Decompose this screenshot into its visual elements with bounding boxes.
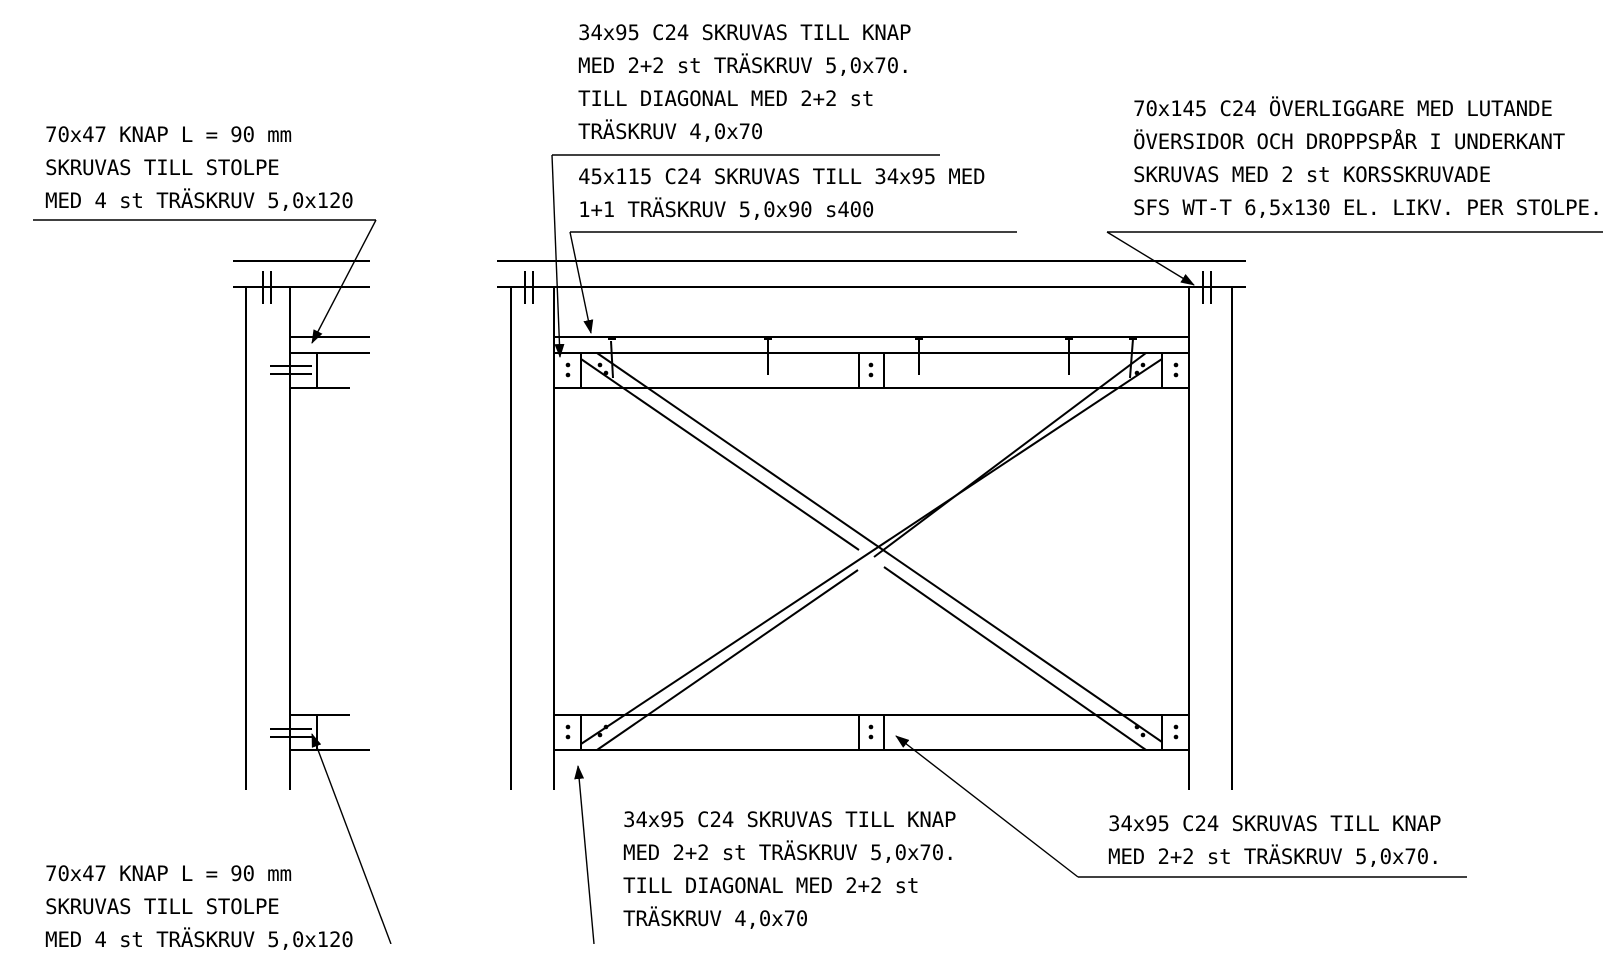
dot [1134, 370, 1140, 376]
note-line: MED 2+2 st TRÄSKRUV 5,0x70. [623, 841, 957, 865]
note-line: TRÄSKRUV 4,0x70 [623, 907, 809, 931]
note-line: SKRUVAS TILL STOLPE [45, 895, 280, 919]
elevation-view [497, 260, 1246, 790]
note-knap-bottom-left: 70x47 KNAP L = 90 mm SKRUVAS TILL STOLPE… [45, 858, 354, 957]
diagonal-line [580, 358, 860, 551]
leader-board-bottom-right [895, 735, 1079, 878]
note-overliggare: 70x145 C24 ÖVERLIGGARE MED LUTANDE ÖVERS… [1133, 93, 1602, 225]
note-line: TRÄSKRUV 4,0x70 [578, 120, 764, 144]
diagonal-line [873, 352, 1147, 558]
note-board-top-45: 45x115 C24 SKRUVAS TILL 34x95 MED 1+1 TR… [578, 161, 986, 227]
note-board-top-knap: 34x95 C24 SKRUVAS TILL KNAP MED 2+2 st T… [578, 17, 912, 149]
diagonal-line [596, 352, 1163, 743]
note-line: 34x95 C24 SKRUVAS TILL KNAP [623, 808, 957, 832]
note-line: 70x47 KNAP L = 90 mm [45, 123, 292, 147]
dot [1173, 372, 1179, 378]
fastener-dots [565, 362, 1179, 740]
diagonal-line [580, 358, 1163, 745]
note-line: 1+1 TRÄSKRUV 5,0x90 s400 [578, 198, 875, 222]
dot [868, 724, 874, 730]
dot [603, 724, 609, 730]
note-line: ÖVERSIDOR OCH DROPPSPÅR I UNDERKANT [1133, 130, 1566, 154]
note-line: MED 4 st TRÄSKRUV 5,0x120 [45, 189, 354, 213]
dot [1140, 732, 1146, 738]
dot [597, 362, 603, 368]
leader-board-bottom [574, 765, 595, 944]
note-line: 70x47 KNAP L = 90 mm [45, 862, 292, 886]
note-line: 34x95 C24 SKRUVAS TILL KNAP [1108, 812, 1442, 836]
note-line: SFS WT-T 6,5x130 EL. LIKV. PER STOLPE. [1133, 196, 1603, 220]
note-line: TILL DIAGONAL MED 2+2 st [578, 87, 875, 111]
note-line: MED 2+2 st TRÄSKRUV 5,0x70. [1108, 845, 1442, 869]
note-line: 70x145 C24 ÖVERLIGGARE MED LUTANDE [1133, 97, 1553, 121]
leader-overliggare [1106, 231, 1195, 286]
note-board-bottom-knap: 34x95 C24 SKRUVAS TILL KNAP MED 2+2 st T… [623, 804, 957, 936]
screw [610, 340, 614, 379]
diagonal-line [883, 566, 1147, 751]
dot [1134, 724, 1140, 730]
dot [565, 724, 571, 730]
note-line: 34x95 C24 SKRUVAS TILL KNAP [578, 21, 912, 45]
note-line: MED 4 st TRÄSKRUV 5,0x120 [45, 928, 354, 952]
dot [565, 362, 571, 368]
diagonal-brace-2 [580, 352, 1163, 751]
dot [565, 734, 571, 740]
dot [868, 372, 874, 378]
section-view [233, 260, 370, 790]
note-line: SKRUVAS TILL STOLPE [45, 156, 280, 180]
dot [1173, 724, 1179, 730]
dot [868, 734, 874, 740]
note-line: MED 2+2 st TRÄSKRUV 5,0x70. [578, 54, 912, 78]
leader-lines [33, 154, 1603, 944]
note-line: TILL DIAGONAL MED 2+2 st [623, 874, 920, 898]
note-line: 45x115 C24 SKRUVAS TILL 34x95 MED [578, 165, 986, 189]
leader-knap-top [311, 219, 377, 344]
diagonal-line [596, 569, 859, 751]
dot [603, 370, 609, 376]
leader-board-top [551, 154, 565, 358]
note-knap-top-left: 70x47 KNAP L = 90 mm SKRUVAS TILL STOLPE… [45, 119, 354, 218]
note-board-bottom-right: 34x95 C24 SKRUVAS TILL KNAP MED 2+2 st T… [1108, 808, 1442, 874]
leader-board-45 [569, 231, 594, 334]
diagonal-brace-1 [580, 352, 1163, 751]
screws-top [608, 338, 1137, 379]
dot [1173, 734, 1179, 740]
dot [1173, 362, 1179, 368]
dot [868, 362, 874, 368]
dot [597, 732, 603, 738]
leader-knap-bottom [311, 733, 392, 944]
dot [565, 372, 571, 378]
screw [1129, 338, 1134, 379]
note-line: SKRUVAS MED 2 st KORSSKRUVADE [1133, 163, 1491, 187]
dot [1140, 362, 1146, 368]
